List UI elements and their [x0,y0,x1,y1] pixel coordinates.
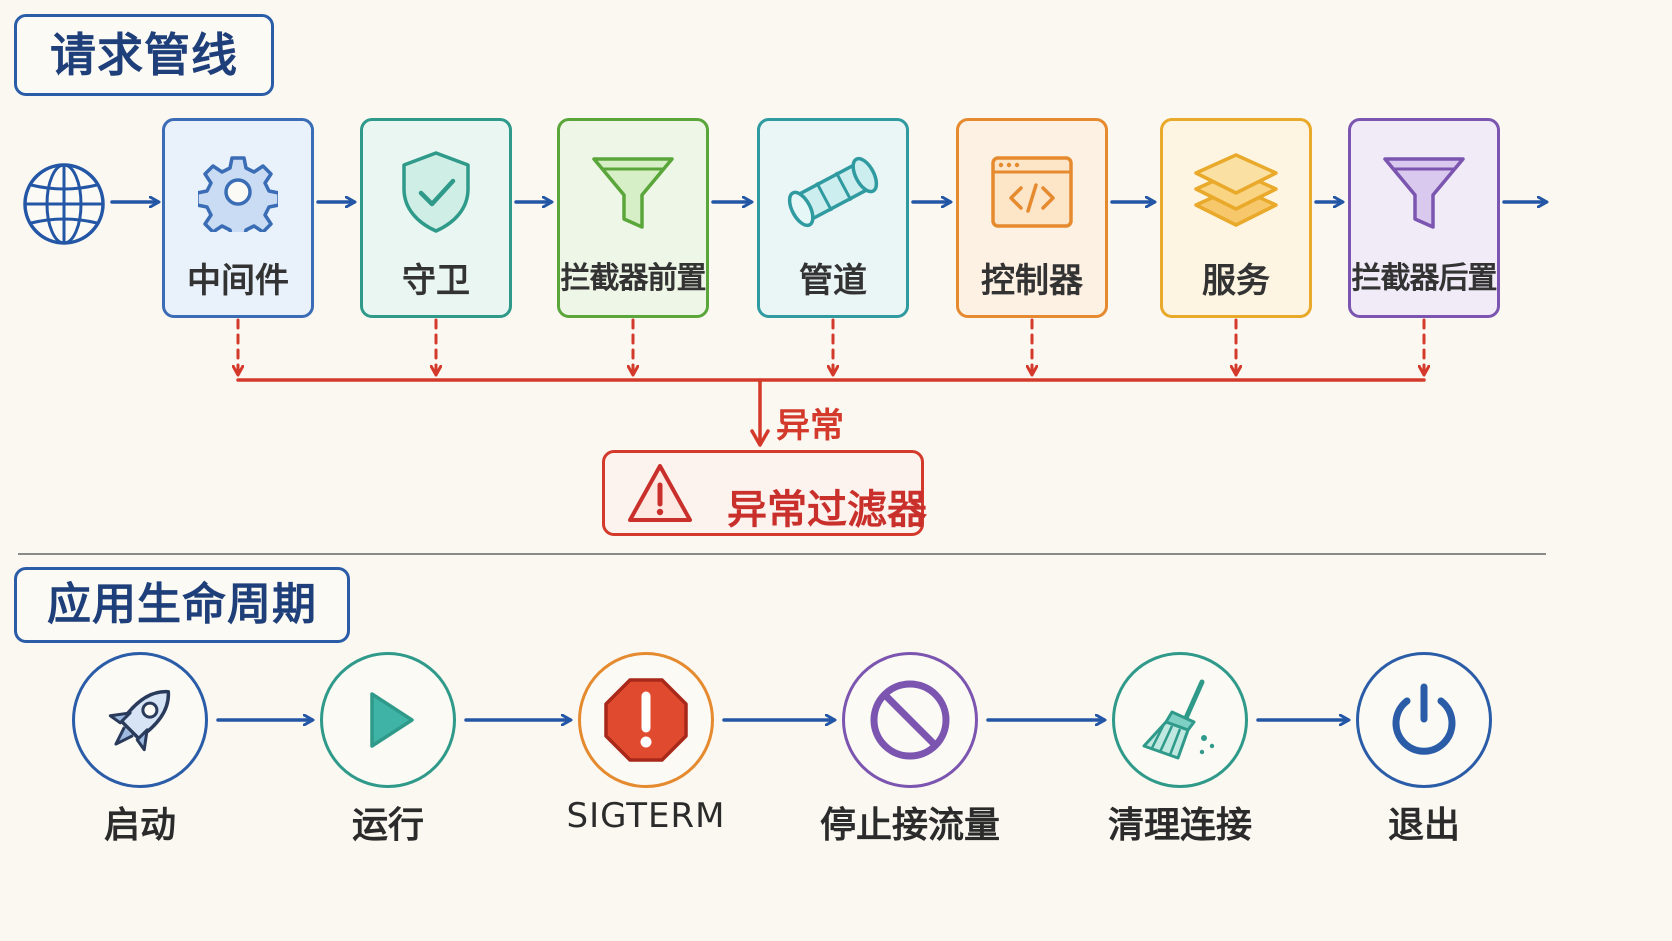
lifecycle-step-sigterm [578,652,714,788]
node-label: 管道 [799,261,867,301]
lifecycle-label: 退出 [1387,805,1460,846]
pipeline-node-service: 服务 [1160,118,1312,318]
lifecycle-label: 启动 [103,805,176,846]
lifecycle-step-stop-traffic [842,652,978,788]
broom-icon [1142,679,1215,760]
lifecycle-label: SIGTERM [566,796,726,836]
layers-icon [1163,147,1309,237]
lifecycle-step-start [72,652,208,788]
pipeline-node-pipe: 管道 [757,118,909,318]
no-entry-icon [870,680,950,760]
pipeline-node-controller: 控制器 [956,118,1108,318]
lifecycle-label: 停止接流量 [819,805,1000,846]
warning-triangle-icon [625,461,695,527]
pipeline-section-title: 请求管线 [14,14,274,96]
power-icon [1392,683,1456,755]
section-divider [18,553,1546,555]
lifecycle-label: 清理连接 [1107,805,1252,846]
exception-label: 异常 [776,406,844,446]
node-label: 守卫 [402,261,470,301]
node-label: 中间件 [187,261,289,301]
pipeline-node-interceptor-before: 拦截器前置 [557,118,709,318]
gear-icon [165,147,311,237]
code-window-icon [959,147,1105,237]
lifecycle-step-run [320,652,456,788]
lifecycle-step-exit [1356,652,1492,788]
pipeline-node-interceptor-after: 拦截器后置 [1348,118,1500,318]
lifecycle-label: 运行 [351,805,424,846]
funnel-icon [1351,147,1497,237]
play-icon [370,692,414,748]
node-label: 拦截器后置 [1351,261,1498,296]
pipeline-node-guard: 守卫 [360,118,512,318]
pipeline-node-middleware: 中间件 [162,118,314,318]
lifecycle-step-cleanup [1112,652,1248,788]
lifecycle-section-title: 应用生命周期 [14,567,350,643]
globe-icon [20,160,108,248]
funnel-icon [560,147,706,237]
node-label: 控制器 [981,261,1083,301]
exception-filter-label: 异常过滤器 [727,487,927,533]
node-label: 拦截器前置 [560,261,707,296]
rocket-icon [108,689,171,752]
exception-filter-box: 异常过滤器 [602,450,927,536]
shield-check-icon [363,147,509,237]
pipe-icon [760,147,906,237]
node-label: 服务 [1202,261,1270,301]
stop-sign-icon [604,678,688,762]
